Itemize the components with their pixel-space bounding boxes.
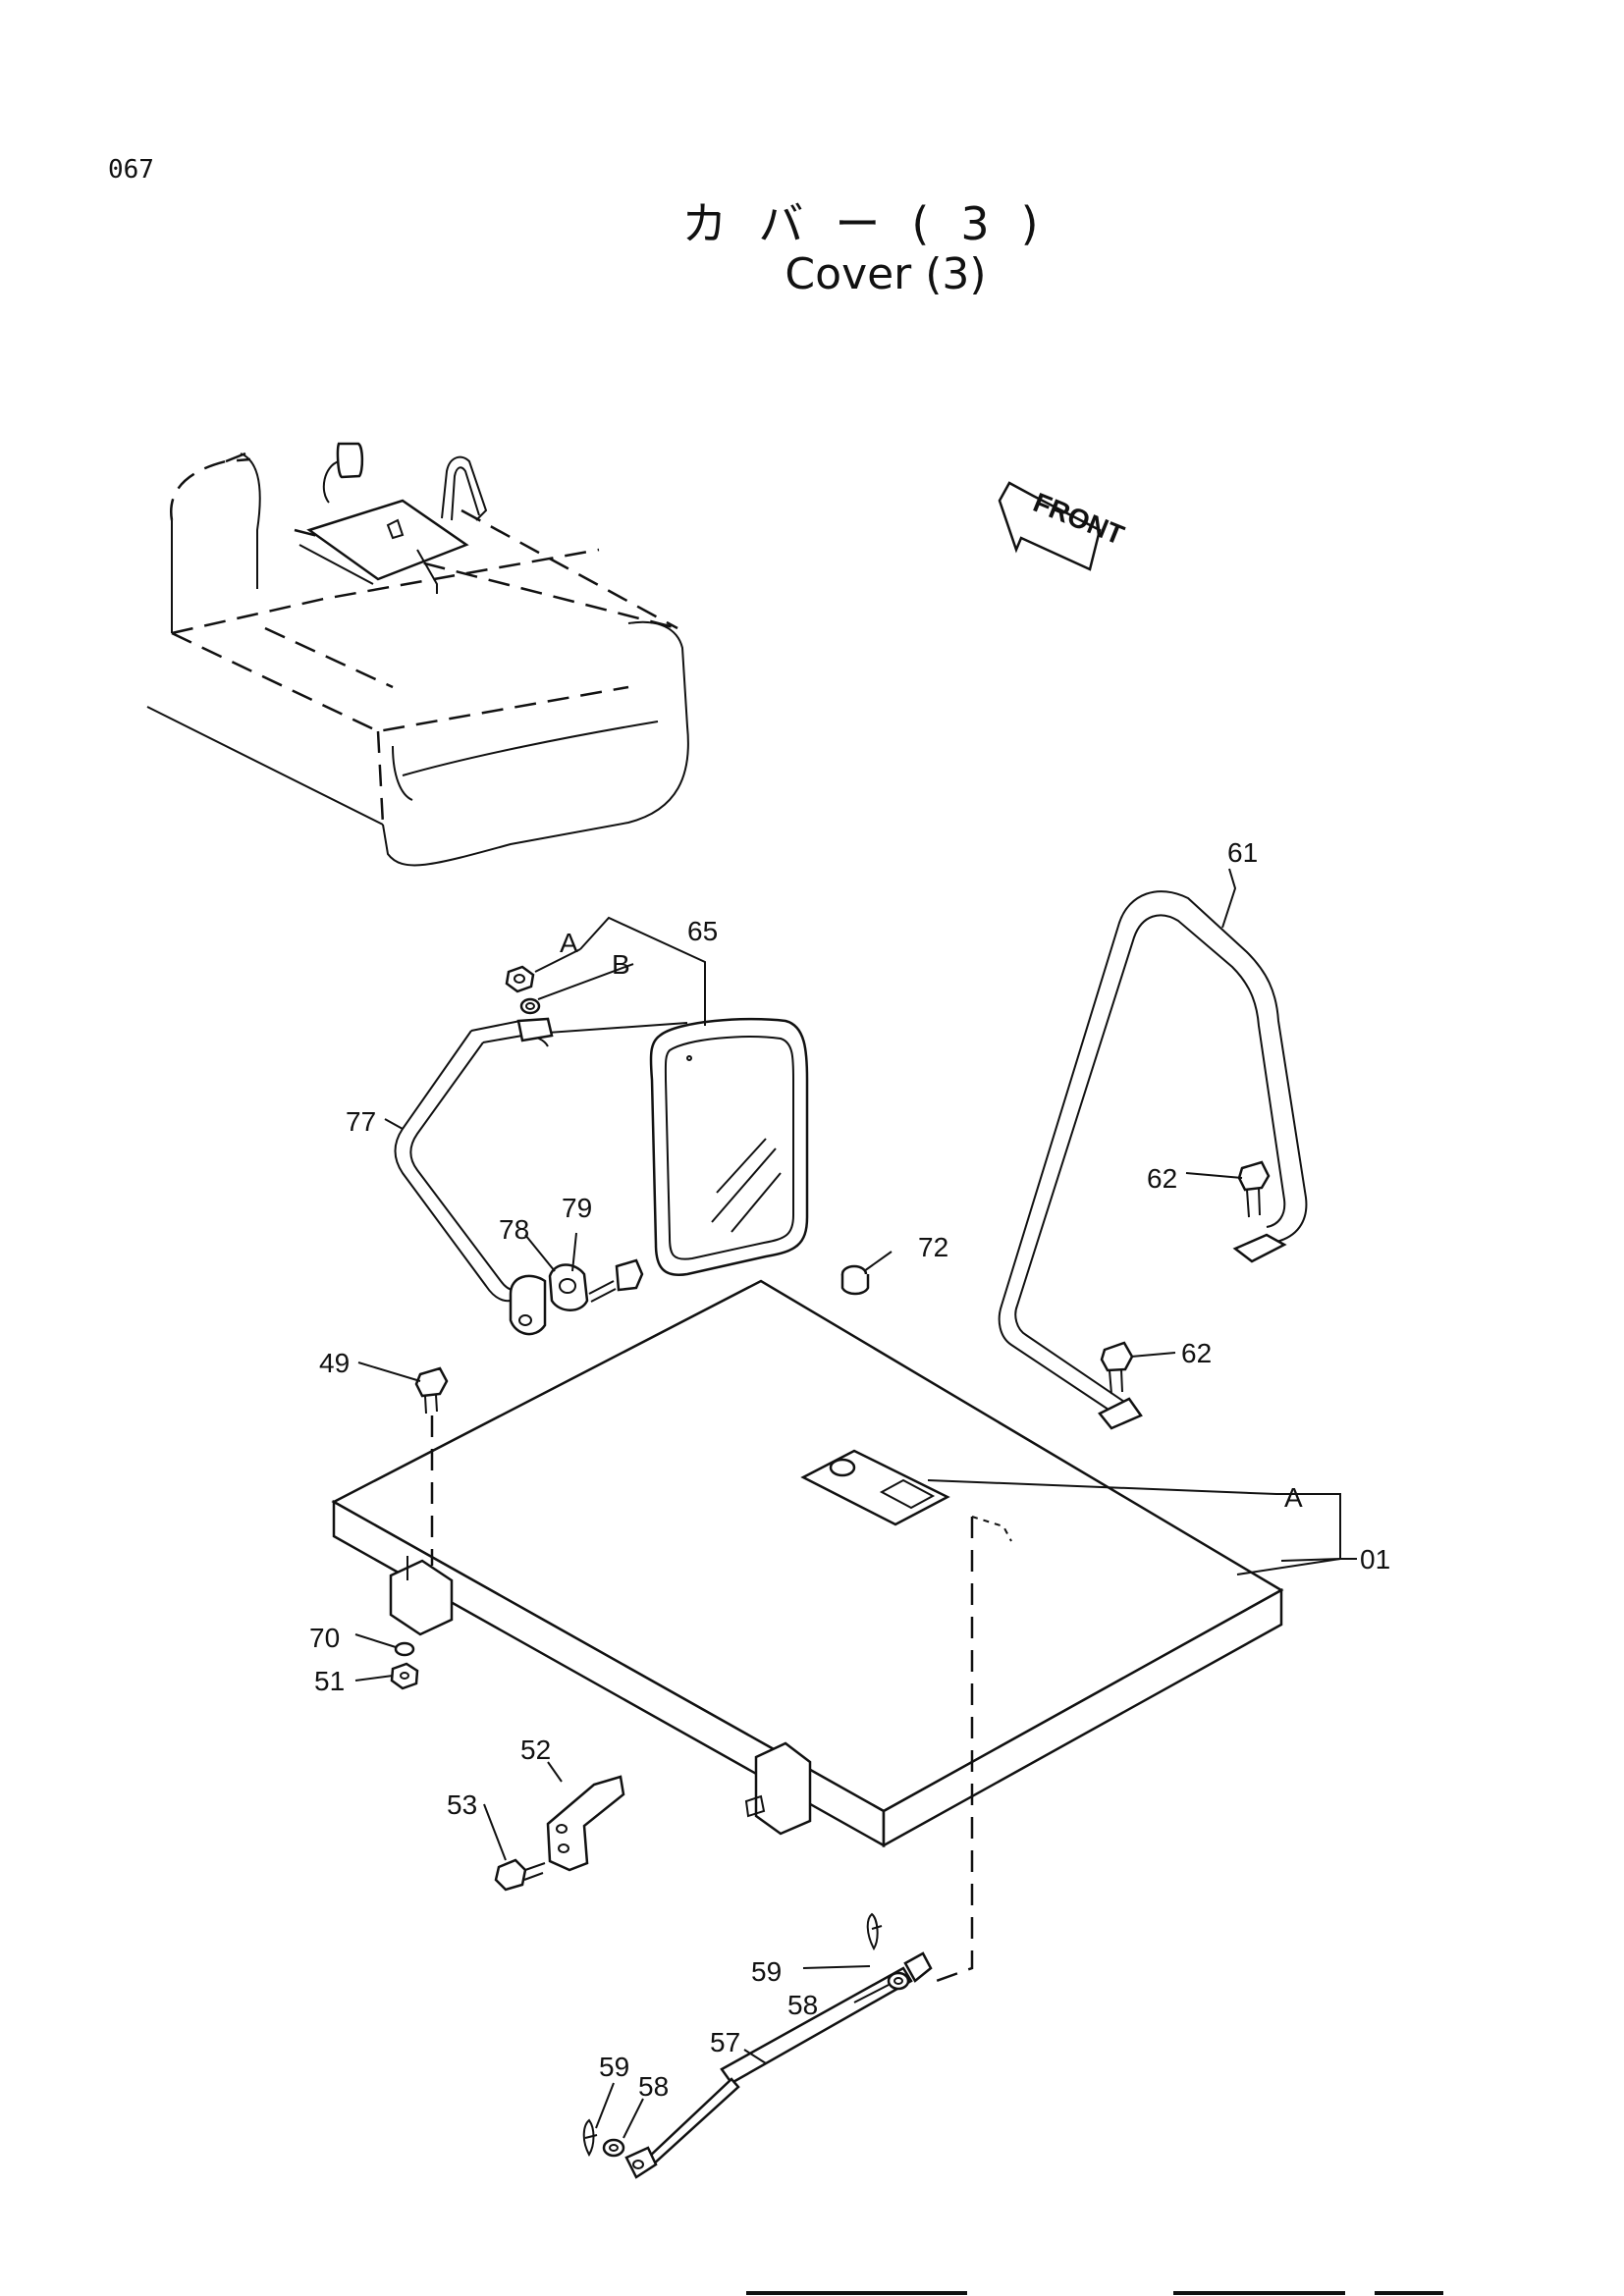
- washer-70-nut-51: [390, 1641, 419, 1690]
- callout-62-lower: 62: [1181, 1338, 1212, 1368]
- callout-51: 51: [314, 1666, 345, 1696]
- callout-49: 49: [319, 1348, 350, 1378]
- callout-77: 77: [346, 1106, 376, 1137]
- mirror-stay-77: [394, 1017, 688, 1336]
- callout-79: 79: [562, 1193, 592, 1223]
- callout-78: 78: [499, 1214, 529, 1245]
- callout-72: 72: [918, 1232, 948, 1262]
- pins-59-washers-58: [582, 1912, 910, 2158]
- callout-A-mirror: A: [560, 928, 578, 958]
- machine-overview: [146, 442, 689, 867]
- strut-guide-line: [930, 1517, 974, 1985]
- handrail-61: [998, 890, 1308, 1430]
- page-number: 067: [108, 155, 154, 185]
- bolt-49: [414, 1366, 449, 1566]
- callout-57: 57: [710, 2027, 740, 2057]
- leader-lines: [354, 868, 1357, 2139]
- mirror-65: [649, 1017, 809, 1277]
- callout-62-upper: 62: [1147, 1163, 1177, 1194]
- page-title-english: Cover (3): [785, 249, 987, 299]
- bolts-62: [1100, 1160, 1271, 1395]
- callout-59-upper: 59: [751, 1956, 782, 1987]
- rubber-cap-72: [840, 1264, 870, 1296]
- callout-53: 53: [447, 1789, 477, 1820]
- callout-labels: 01 49 51 52 53 57 58 58 59 59 61 62 62 6…: [309, 837, 1390, 2102]
- bracket-52-bolt-53: [494, 1775, 625, 1892]
- callout-01: 01: [1360, 1544, 1390, 1575]
- callout-A-cover: A: [1284, 1482, 1303, 1513]
- callout-58-lower: 58: [638, 2071, 669, 2102]
- callout-65: 65: [687, 916, 718, 946]
- callout-52: 52: [520, 1735, 551, 1765]
- page-title-japanese: カバー(3): [681, 197, 1070, 250]
- callout-59-lower: 59: [599, 2052, 629, 2082]
- callout-58-upper: 58: [787, 1990, 818, 2020]
- callout-61: 61: [1227, 837, 1258, 868]
- clamp-78-bolt-79: [548, 1258, 644, 1311]
- callout-B: B: [612, 949, 630, 980]
- front-direction-arrow: FRONT: [998, 481, 1128, 571]
- cover-panel: [331, 1279, 1284, 1848]
- callout-70: 70: [309, 1623, 340, 1653]
- mirror-hardware: [505, 965, 541, 1015]
